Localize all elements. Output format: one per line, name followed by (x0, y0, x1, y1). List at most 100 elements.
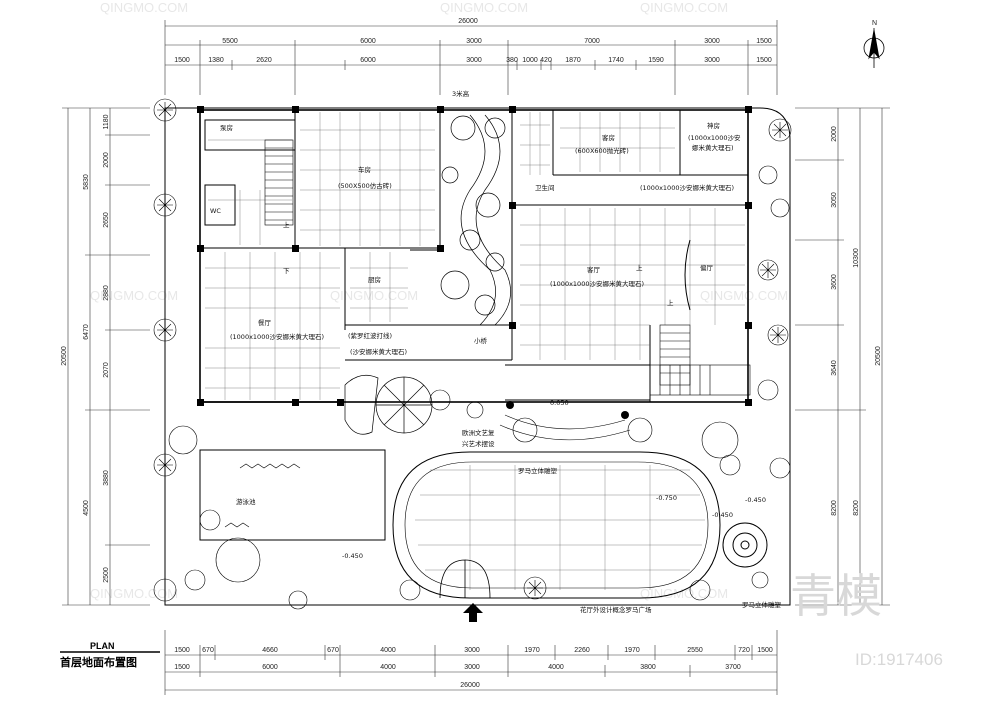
right-dimension-labels: 20500 10300 8200 2000 3050 3600 3640 820… (831, 126, 882, 516)
label-up-1: 上 (283, 220, 290, 229)
label-pump-room: 泵房 (220, 123, 233, 132)
north-arrow-icon (863, 28, 885, 68)
svg-text:3000: 3000 (464, 647, 480, 654)
room-labels: 泵房 WC 车房 (500X500仿古砖) 厨房 餐厅 (1000x1000沙安… (210, 89, 782, 614)
label-guest-room: 客房 (602, 133, 615, 142)
title-block: PLAN 首层地面布置图 (60, 641, 160, 669)
svg-text:1500: 1500 (174, 664, 190, 671)
label-bathroom: 卫生间 (535, 183, 555, 192)
svg-text:1500: 1500 (174, 57, 190, 64)
label-shrine-floor-2: 娜米黄大理石) (692, 143, 734, 152)
top-dimensions (164, 20, 778, 95)
svg-text:QINGMO.COM: QINGMO.COM (100, 0, 188, 15)
svg-text:QINGMO.COM: QINGMO.COM (330, 288, 418, 303)
svg-text:1500: 1500 (174, 647, 190, 654)
stairs (264, 139, 751, 396)
brand-watermark: 青模 ID:1917406 (790, 570, 943, 669)
label-shrine-room: 神房 (707, 121, 720, 130)
label-level-2: -0.750 (656, 494, 677, 502)
label-level-1: 0.050 (550, 399, 569, 407)
svg-text:青模: 青模 (790, 570, 882, 622)
svg-text:4000: 4000 (380, 664, 396, 671)
svg-text:670: 670 (202, 647, 214, 654)
label-kitchen: 厨房 (368, 275, 381, 284)
label-level-5: -0.450 (342, 552, 363, 560)
label-living-floor: (1000x1000沙安娜米黄大理石) (550, 279, 644, 288)
svg-text:1000: 1000 (522, 57, 538, 64)
label-height-note: 3米高 (452, 89, 470, 98)
label-plaza: 花厅外设计概念罗马广场 (580, 605, 652, 614)
label-side-hall: 偏厅 (700, 263, 714, 272)
label-band-stone: (沙安娜米黄大理石) (350, 347, 407, 356)
svg-text:1500: 1500 (757, 647, 773, 654)
svg-text:6470: 6470 (83, 324, 90, 340)
label-pool: 游泳池 (236, 497, 256, 506)
svg-text:6000: 6000 (262, 664, 278, 671)
svg-text:6000: 6000 (360, 38, 376, 45)
label-sculpture-2: 罗马立体雕塑 (742, 600, 782, 609)
svg-text:2260: 2260 (574, 647, 590, 654)
svg-text:QINGMO.COM: QINGMO.COM (700, 288, 788, 303)
svg-text:2880: 2880 (103, 285, 110, 301)
svg-text:QINGMO.COM: QINGMO.COM (640, 586, 728, 601)
svg-text:4000: 4000 (380, 647, 396, 654)
label-bridge: 小桥 (474, 336, 488, 345)
svg-text:2500: 2500 (103, 567, 110, 583)
svg-text:3000: 3000 (704, 38, 720, 45)
building-walls (199, 109, 749, 403)
plan-label: PLAN (90, 641, 115, 651)
right-dimensions (795, 107, 890, 606)
svg-text:5500: 5500 (222, 38, 238, 45)
svg-text:20500: 20500 (875, 346, 882, 366)
svg-text:QINGMO.COM: QINGMO.COM (90, 586, 178, 601)
svg-text:4500: 4500 (83, 500, 90, 516)
svg-text:1740: 1740 (608, 57, 624, 64)
label-up-3: 上 (667, 298, 674, 307)
svg-text:1590: 1590 (648, 57, 664, 64)
label-level-3: -0.450 (712, 511, 733, 519)
structural-columns (197, 106, 752, 419)
svg-text:2070: 2070 (103, 362, 110, 378)
svg-text:3000: 3000 (466, 38, 482, 45)
svg-text:3880: 3880 (103, 470, 110, 486)
landscape-plants (153, 98, 792, 610)
svg-text:6000: 6000 (360, 57, 376, 64)
label-border-band: (紫罗红波打线) (348, 331, 392, 340)
svg-text:3000: 3000 (704, 57, 720, 64)
svg-text:1180: 1180 (103, 114, 110, 129)
svg-text:2000: 2000 (103, 152, 110, 168)
svg-text:QINGMO.COM: QINGMO.COM (640, 0, 728, 15)
top-total-dim: 26000 (458, 18, 478, 25)
svg-text:3000: 3000 (464, 664, 480, 671)
svg-text:380: 380 (506, 57, 518, 64)
svg-text:3600: 3600 (831, 274, 838, 290)
svg-text:720: 720 (738, 647, 750, 654)
roman-plaza (392, 414, 768, 599)
bottom-total-dim: 26000 (460, 682, 480, 689)
svg-text:QINGMO.COM: QINGMO.COM (90, 288, 178, 303)
label-level-4: -0.450 (745, 496, 766, 504)
label-guest-floor: (600X600抛光砖) (575, 146, 629, 155)
svg-text:1380: 1380 (208, 57, 224, 64)
label-dining: 餐厅 (258, 318, 272, 327)
svg-text:3640: 3640 (831, 360, 838, 376)
label-corridor-floor: (1000x1000沙安娜米黄大理石) (640, 183, 734, 192)
svg-text:2650: 2650 (103, 212, 110, 228)
label-garage-floor: (500X500仿古砖) (338, 181, 392, 190)
left-dimensions (62, 107, 150, 606)
interior-garden (440, 114, 511, 326)
svg-text:10300: 10300 (853, 248, 860, 268)
tile-grids (205, 112, 745, 400)
north-label: N (872, 20, 877, 27)
svg-text:1970: 1970 (524, 647, 540, 654)
label-art-1: 欧洲文艺复 (462, 428, 495, 437)
svg-text:5830: 5830 (83, 174, 90, 190)
label-art-2: 兴艺术摆设 (462, 439, 495, 448)
label-living-room: 客厅 (587, 265, 601, 274)
svg-text:1870: 1870 (565, 57, 581, 64)
swimming-pool (199, 449, 386, 541)
svg-text:1500: 1500 (756, 38, 772, 45)
watermark-id: ID:1917406 (855, 650, 943, 669)
svg-text:8200: 8200 (831, 500, 838, 516)
